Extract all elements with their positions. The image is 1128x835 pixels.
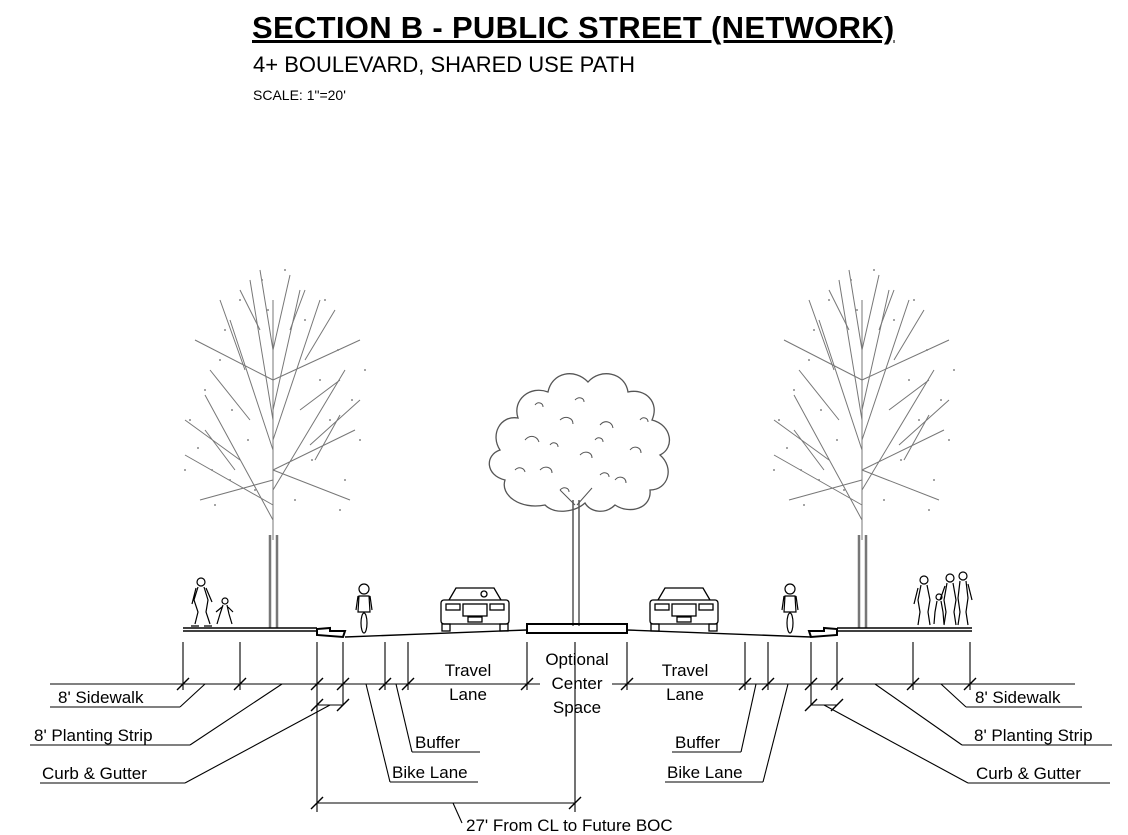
right-tree [773, 269, 950, 628]
street-surface [183, 623, 972, 639]
car-left [440, 587, 510, 632]
dimension-lines [30, 642, 1112, 824]
pedestrians-right [913, 571, 973, 626]
section-title: SECTION B - PUBLIC STREET (NETWORK) [252, 10, 895, 45]
curb-gutter-right-label: Curb & Gutter [976, 764, 1081, 783]
center-space-label-line2: Center [551, 674, 602, 693]
cyclist-right [781, 583, 799, 634]
left-tree [184, 269, 361, 628]
travel-lane-right-label-line1: Travel [662, 661, 709, 680]
bike-lane-right-label: Bike Lane [667, 763, 743, 782]
left-tree-foliage-dots [184, 269, 366, 511]
planting-strip-left-label: 8' Planting Strip [34, 726, 153, 745]
center-space-label-line1: Optional [545, 650, 608, 669]
planting-strip-right-label: 8' Planting Strip [974, 726, 1093, 745]
pedestrians-left [191, 577, 234, 627]
dimension-labels: Travel Lane Optional Center Space Travel… [34, 650, 1093, 835]
curb-gutter-left-label: Curb & Gutter [42, 764, 147, 783]
travel-lane-right-label-line2: Lane [666, 685, 704, 704]
travel-lane-left-label-line1: Travel [445, 661, 492, 680]
sidewalk-right-label: 8' Sidewalk [975, 688, 1061, 707]
right-tree-foliage-dots [773, 269, 955, 511]
sidewalk-left-label: 8' Sidewalk [58, 688, 144, 707]
cyclist-left [355, 583, 373, 634]
scale-note: SCALE: 1"=20' [253, 87, 346, 103]
buffer-right-label: Buffer [675, 733, 720, 752]
travel-lane-left-label-line2: Lane [449, 685, 487, 704]
center-tree [488, 373, 670, 626]
center-space-label-line3: Space [553, 698, 601, 717]
car-right [649, 587, 719, 632]
dimension-27ft-label: 27' From CL to Future BOC [466, 816, 673, 835]
section-subtitle: 4+ BOULEVARD, SHARED USE PATH [253, 52, 636, 77]
bike-lane-left-label: Bike Lane [392, 763, 468, 782]
buffer-left-label: Buffer [415, 733, 460, 752]
